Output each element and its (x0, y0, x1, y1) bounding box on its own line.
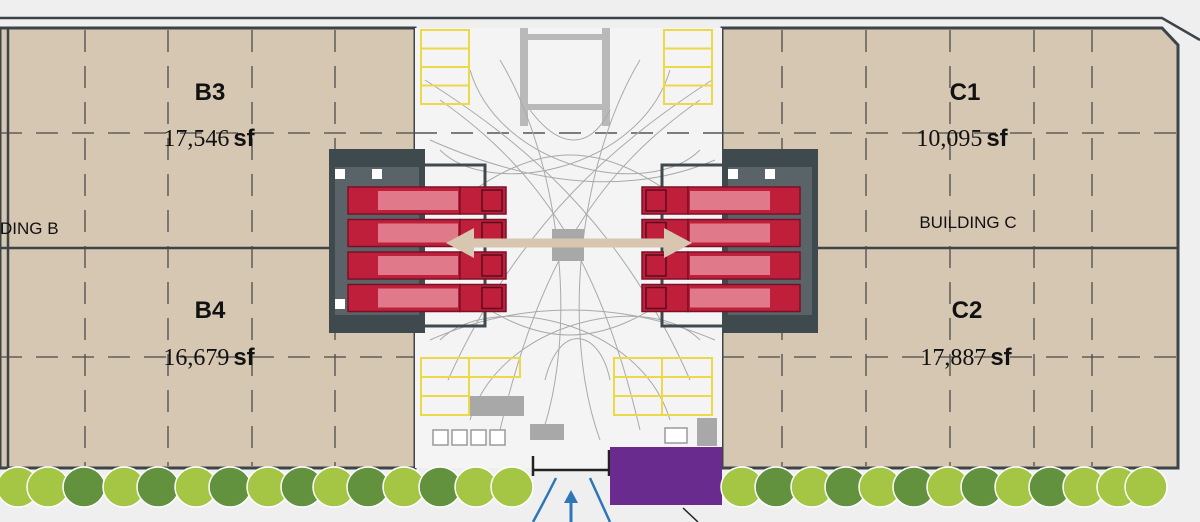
yard-structure (520, 28, 610, 126)
truck (347, 251, 507, 280)
truck-trailer-roof (690, 191, 770, 210)
parking-stall (663, 84, 713, 105)
turning-path (499, 99, 701, 431)
suite-b4-area: 16,679 sf (163, 344, 255, 371)
suite-b3-area: 17,546 sf (163, 125, 255, 152)
truck-cab-window (645, 254, 667, 277)
suite-c2-area: 17,887 sf (920, 344, 1012, 371)
site-boundary (0, 16, 1200, 42)
dock-light (372, 169, 382, 179)
storage-boxes (432, 427, 688, 446)
turning-path (429, 139, 716, 183)
truck-trailer-roof (378, 191, 458, 210)
turning-path (439, 99, 641, 431)
truck-trailer-roof (378, 288, 458, 308)
truck-trailer-roof (690, 288, 770, 308)
truck (641, 186, 801, 215)
trucks-right (641, 186, 801, 313)
building-c-column-grid (722, 30, 1176, 466)
entry-arrow-icon (564, 490, 578, 522)
truck-cab-window (645, 286, 667, 310)
dock-light (335, 169, 345, 179)
storage-box (432, 429, 449, 446)
equipment-block-center (530, 424, 564, 440)
truck-turning-paths (424, 59, 716, 441)
equipment-block-right (697, 418, 717, 446)
tree-icon (136, 466, 180, 508)
leader-line (682, 507, 699, 522)
truck (347, 186, 507, 215)
parking-stall (420, 84, 470, 105)
suite-c1-number: 10,095 (916, 126, 982, 152)
suite-b3-name: B3 (195, 79, 226, 106)
storage-box (451, 429, 468, 446)
landscaping-trees (0, 466, 1168, 508)
truck (641, 283, 801, 313)
suite-b4-name: B4 (195, 297, 226, 324)
driveway-edge-right (588, 477, 612, 522)
dock-light (728, 169, 738, 179)
truck (641, 251, 801, 280)
suite-b4-unit: sf (233, 344, 255, 371)
suite-b3-number: 17,546 (163, 126, 229, 152)
truck-cab-window (645, 189, 667, 212)
building-c-label: BUILDING C (919, 213, 1016, 232)
parking-stall (420, 395, 470, 416)
building-b-label: DING B (0, 219, 59, 238)
double-arrow-icon (446, 228, 692, 258)
tree-icon (62, 466, 106, 508)
storage-box (470, 429, 487, 446)
suite-c1-area: 10,095 sf (916, 125, 1008, 152)
tree-icon (490, 466, 534, 508)
storage-box (664, 427, 688, 444)
parking-stalls (420, 29, 713, 416)
trucks-left (347, 186, 507, 313)
suite-c2-unit: sf (990, 344, 1012, 371)
turning-path (459, 154, 681, 201)
dock-light (765, 169, 775, 179)
suite-c1-name: C1 (950, 79, 981, 106)
suite-b3-unit: sf (233, 125, 255, 152)
parking-stall (661, 395, 713, 416)
truck-cab-window (481, 254, 503, 277)
truck-trailer-roof (690, 256, 770, 275)
truck-trailer-roof (378, 256, 458, 275)
site-entrance (531, 450, 612, 522)
suite-c2-name: C2 (952, 297, 983, 324)
driveway-edge-left (531, 477, 558, 522)
suite-c2-number: 17,887 (920, 345, 986, 371)
equipment-block-left (470, 396, 524, 416)
tree-icon (1124, 466, 1168, 508)
truck-cab-window (481, 189, 503, 212)
purple-block (610, 447, 722, 505)
truck (347, 283, 507, 313)
turning-path (529, 109, 611, 141)
suite-b4-number: 16,679 (163, 345, 229, 371)
tree-icon (208, 466, 252, 508)
turning-path (544, 338, 611, 381)
dock-light (335, 299, 345, 309)
truck-trailer-roof (378, 223, 458, 243)
storage-box (489, 429, 506, 446)
parking-stall (468, 357, 521, 378)
suite-c1-unit: sf (986, 125, 1008, 152)
truck-cab-window (481, 286, 503, 310)
truck-trailer-roof (690, 223, 770, 243)
